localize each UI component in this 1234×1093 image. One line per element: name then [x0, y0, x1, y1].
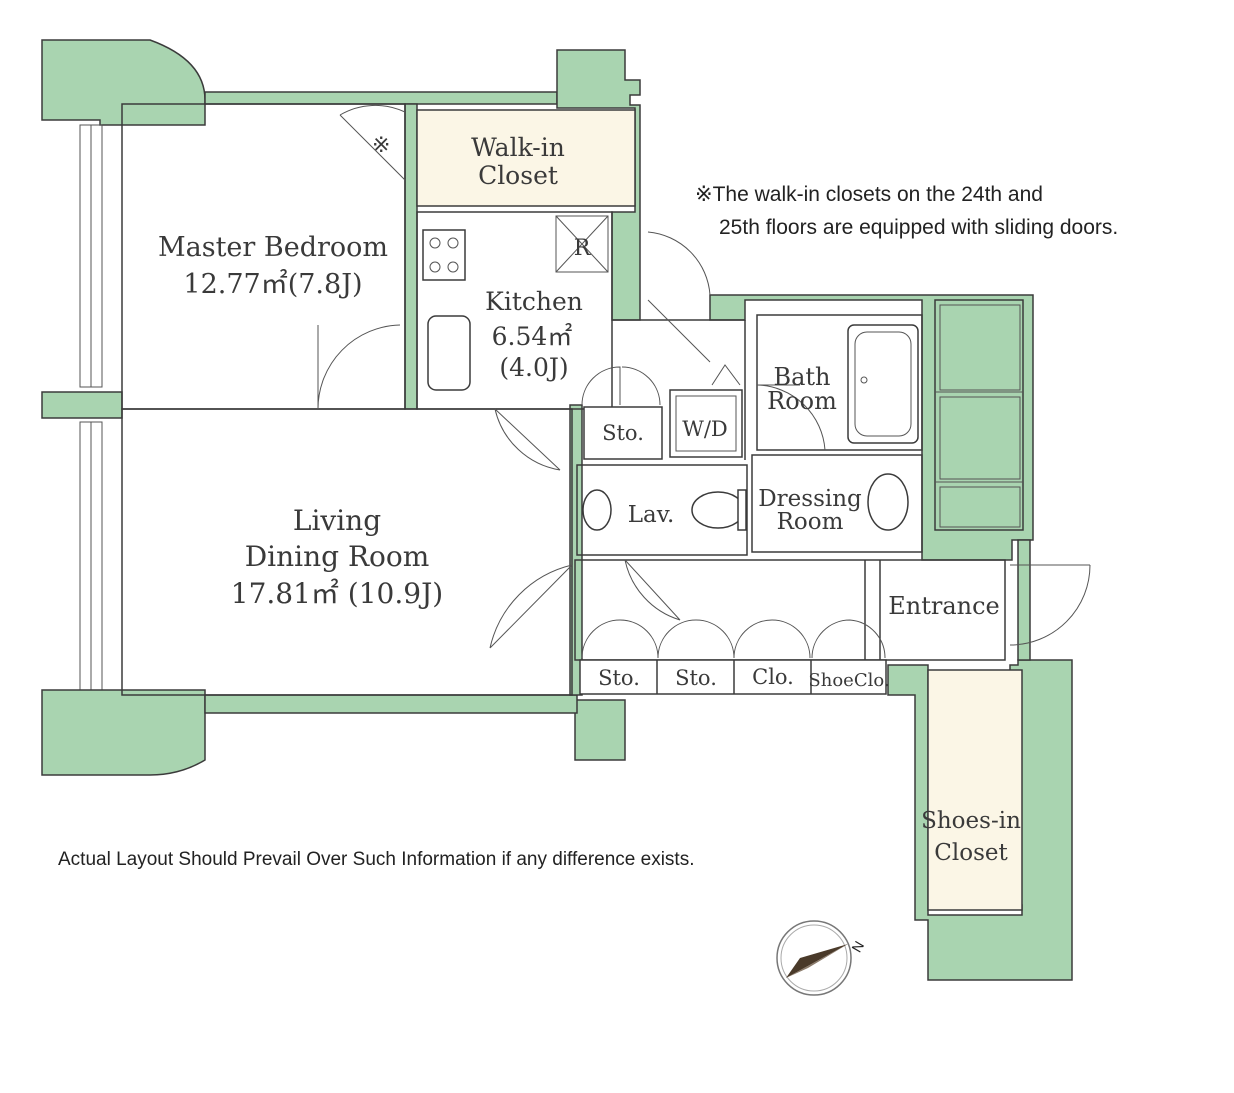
shoes-in-closet [927, 669, 1023, 911]
storage-strip [579, 389, 887, 695]
balcony-top-left [41, 39, 206, 126]
sto-a-label: Sto. [598, 666, 640, 690]
walk-in-mark: ※ [372, 133, 390, 158]
kitchen-sink-icon [427, 315, 471, 391]
living-room-outline [121, 408, 573, 696]
walk-in-closet-label-2: Closet [478, 161, 558, 190]
sliding-door-note-2: 25th floors are equipped with sliding do… [719, 216, 1118, 239]
sliding-door-note-1: ※The walk-in closets on the 24th and [695, 183, 1043, 206]
sto-upper-label: Sto. [602, 421, 644, 445]
living-label-2: Dining Room [245, 540, 430, 573]
fridge-label: R [574, 236, 592, 261]
kitchen-label: Kitchen [485, 287, 583, 316]
wd-label: W/D [682, 417, 728, 441]
dressing-sink-icon [867, 473, 909, 531]
compass-icon: N [776, 920, 867, 996]
master-bedroom-area: 12.77㎡(7.8J) [183, 269, 362, 300]
dressing-label-1: Dressing [758, 486, 862, 512]
wall-kitchen-left [404, 103, 418, 410]
door-entrance [1009, 564, 1091, 646]
door-walk-in [339, 104, 406, 181]
wall-bottom [204, 694, 578, 714]
door-storage-arcs [581, 619, 886, 659]
door-kitchen-living [494, 408, 561, 471]
wd-box [669, 389, 743, 458]
dressing-label-2: Room [777, 509, 844, 535]
sto-upper-box [583, 406, 663, 460]
living-label-1: Living [293, 504, 381, 537]
door-sto-upper-l [581, 366, 621, 406]
kitchen-area: 6.54㎡ [492, 322, 573, 351]
exterior-walls [41, 39, 1073, 981]
door-bath [756, 384, 826, 451]
room-labels: ※ Walk-in Closet Master Bedroom 12.77㎡(7… [158, 133, 1021, 866]
kitchen-jo: (4.0J) [499, 353, 568, 382]
lav-outline [576, 464, 748, 556]
door-sto-upper-r [621, 366, 661, 406]
toilet-icon [691, 491, 745, 529]
wall-top [204, 91, 558, 105]
right-shelf-outline [934, 299, 1024, 531]
fixtures [422, 215, 919, 531]
sto-b-label: Sto. [675, 666, 717, 690]
shoe-clo-label: ShoeClo. [808, 670, 889, 691]
bath-label-1: Bath [773, 363, 830, 391]
interior-lines [121, 103, 1024, 696]
master-bedroom-label: Master Bedroom [158, 232, 388, 263]
wall-right-col [1017, 539, 1031, 661]
lav-sink-icon [582, 489, 612, 531]
dressing-outline [751, 454, 923, 553]
shoes-in-closet-label-2: Closet [934, 840, 1008, 866]
bath-label-2: Room [767, 387, 837, 415]
bath-outline [756, 314, 923, 451]
doors [317, 104, 1091, 659]
kitchen-outline [416, 211, 613, 410]
door-bedroom [317, 324, 401, 410]
entrance-label: Entrance [888, 592, 1000, 620]
wall-pillar-mid [569, 404, 583, 696]
stove-icon [422, 229, 466, 281]
pillar-left-mid [41, 391, 123, 419]
lav-label: Lav. [628, 502, 675, 528]
clo-label: Clo. [752, 665, 794, 689]
door-lav [624, 559, 681, 621]
door-wd [711, 364, 741, 386]
bathtub-icon [847, 324, 919, 444]
walk-in-closet-label-1: Walk-in [471, 133, 565, 162]
door-living-hall [489, 564, 573, 649]
shoes-in-closet-label-1: Shoes-in [921, 808, 1021, 834]
disclaimer: Actual Layout Should Prevail Over Such I… [58, 849, 694, 870]
door-service [647, 231, 711, 363]
living-area: 17.81㎡ (10.9J) [231, 577, 443, 610]
walk-in-closet [416, 109, 636, 207]
fridge-icon [555, 215, 609, 273]
